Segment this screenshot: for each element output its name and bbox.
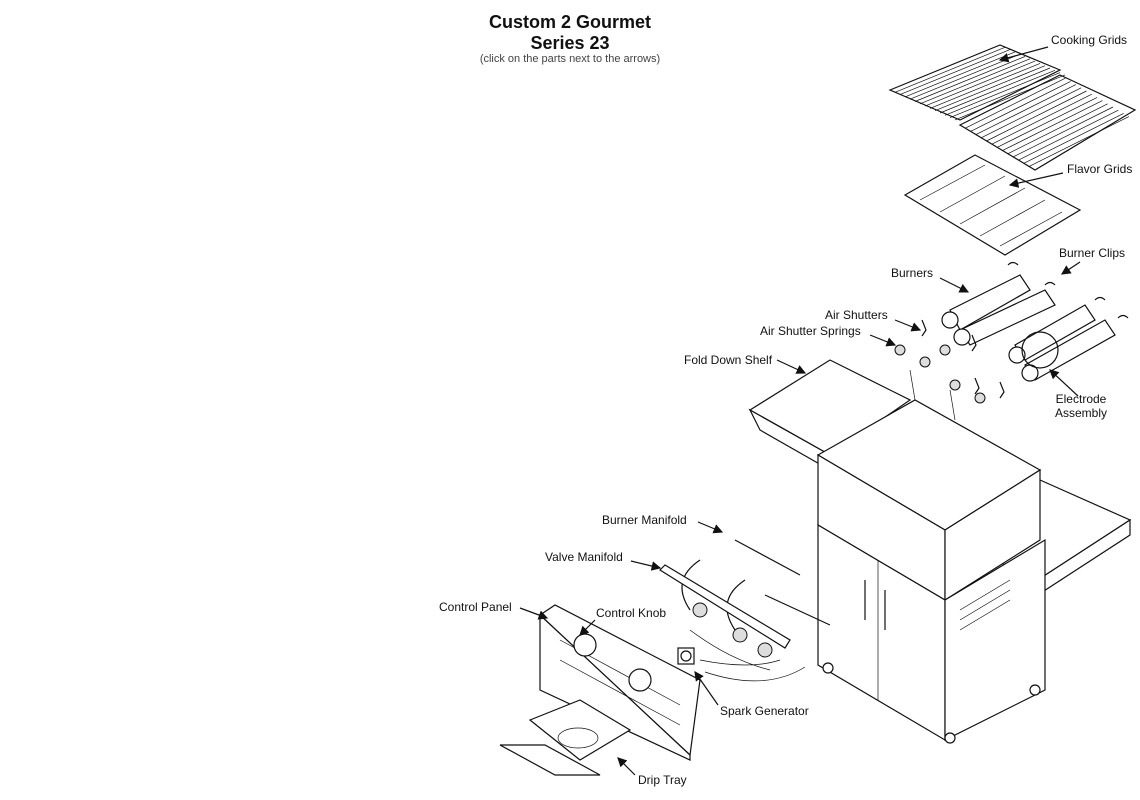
grate-bar: [1012, 106, 1114, 158]
grate-bar: [919, 58, 1031, 105]
wire-leads: [689, 629, 806, 682]
part-link-valve-manifold[interactable]: Valve Manifold: [545, 550, 623, 564]
page-title: Custom 2 Gourmet: [488, 12, 652, 32]
part-link-flavor-grids[interactable]: Flavor Grids: [1067, 162, 1133, 176]
burner-manifold[interactable]: [681, 539, 831, 631]
part-link-control-panel[interactable]: Control Panel: [439, 600, 512, 614]
grate-bar: [1018, 109, 1119, 161]
flavor-grids[interactable]: [903, 154, 1082, 256]
grate-bar: [944, 69, 1056, 116]
part-link-burner-clips[interactable]: Burner Clips: [1059, 246, 1126, 260]
drip-tray[interactable]: [499, 699, 632, 776]
electrode-label-line2: Assembly: [1054, 406, 1107, 420]
grate-bar: [949, 72, 1061, 118]
grate-bar: [934, 65, 1046, 112]
grate-bar: [991, 93, 1092, 145]
part-link-control-knob[interactable]: Control Knob: [596, 606, 667, 620]
grate-bar: [954, 74, 1066, 121]
grate-bar: [939, 67, 1051, 114]
grate-bar: [899, 49, 1011, 95]
part-link-spark-generator[interactable]: Spark Generator: [720, 704, 809, 718]
cooking-grids[interactable]: [888, 44, 1137, 171]
grill-cart: [816, 369, 1046, 744]
part-link-air-shutters[interactable]: Air Shutters: [825, 308, 888, 322]
part-link-burners[interactable]: Burners: [891, 266, 934, 280]
grate-bar: [929, 63, 1041, 109]
grate-bar: [986, 90, 1087, 142]
air-shutter-springs[interactable]: [894, 344, 986, 404]
grate-bar: [894, 46, 1006, 93]
grate-bar: [981, 87, 1082, 139]
part-link-cooking-grids[interactable]: Cooking Grids: [1051, 33, 1128, 47]
valve-manifold[interactable]: [659, 564, 791, 658]
part-link-air-shutter-springs[interactable]: Air Shutter Springs: [760, 324, 861, 338]
grate-bar: [924, 60, 1036, 107]
part-link-electrode-assembly[interactable]: Electrode Assembly: [1050, 392, 1112, 420]
grate-bar: [1028, 116, 1130, 167]
grate-bar: [975, 84, 1077, 135]
electrode-label-line1: Electrode: [1055, 392, 1107, 406]
burners[interactable]: [941, 274, 1116, 382]
grate-bar: [1002, 100, 1103, 151]
grate-bar: [965, 77, 1066, 129]
grate-bar: [1007, 103, 1108, 155]
air-shutters[interactable]: [921, 319, 1005, 399]
grate-bar: [914, 56, 1026, 102]
part-link-burner-manifold[interactable]: Burner Manifold: [602, 513, 687, 527]
page-title-series: Series 23: [530, 33, 610, 53]
control-knob[interactable]: [573, 633, 652, 692]
page-instructions: (click on the parts next to the arrows): [479, 53, 661, 65]
grate-bar: [904, 51, 1016, 98]
part-link-fold-down-shelf[interactable]: Fold Down Shelf: [684, 353, 773, 367]
part-link-drip-tray[interactable]: Drip Tray: [638, 773, 687, 787]
burner-clips[interactable]: [1007, 261, 1129, 319]
grate-bar: [970, 81, 1071, 132]
leader-arrows: [519, 46, 1081, 776]
grate-bar: [1023, 113, 1124, 164]
grate-bar: [996, 97, 1098, 148]
spark-generator[interactable]: [677, 647, 695, 665]
